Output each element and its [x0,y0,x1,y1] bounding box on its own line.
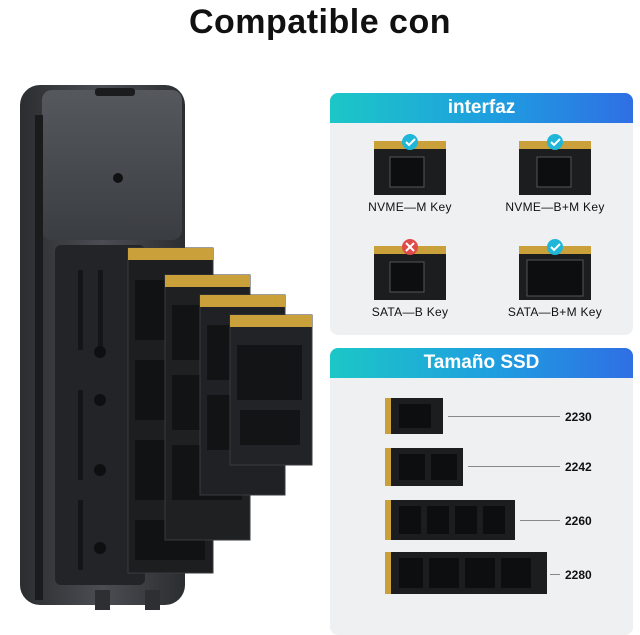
interface-card-nvme-m: NVME—M Key [340,133,480,214]
size-panel: Tamaño SSD 2230 2242 2260 2280 [330,348,633,635]
ssd-2280-icon [385,552,547,594]
interface-card-label: NVME—M Key [368,200,452,214]
interface-panel: interfaz NVME—M Key NVME—B+M Key SA [330,93,633,335]
ssd-2242-label: 2242 [565,460,592,474]
interface-heading: interfaz [330,93,633,123]
sata-bm-key-ssd-icon [519,239,591,300]
ssd-2260-leader [520,520,560,521]
interface-card-sata-b: SATA—B Key [340,238,480,319]
interface-card-label: SATA—B+M Key [507,305,603,319]
ssd-2230-leader [448,416,560,417]
ssd-2280-leader [550,574,560,575]
ssd-2242-icon [385,448,463,486]
sata-b-key-ssd-icon [374,239,446,300]
ssd-2260-icon [385,500,515,540]
interface-card-label: NVME—B+M Key [505,200,605,214]
page-title: Compatible con [188,3,452,41]
interface-card-nvme-bm: NVME—B+M Key [485,133,625,214]
size-heading: Tamaño SSD [330,348,633,378]
interface-card-label: SATA—B Key [371,305,449,319]
nvme-bm-key-ssd-icon [519,134,591,195]
ssd-2260-label: 2260 [565,514,592,528]
ssd-2242-leader [468,466,560,467]
interface-card-sata-bm: SATA—B+M Key [485,238,625,319]
enclosure-illustration [20,85,313,610]
ssd-2280-label: 2280 [565,568,592,582]
ssd-2230-icon [385,398,443,434]
nvme-m-key-ssd-icon [374,134,446,195]
ssd-2230-label: 2230 [565,410,592,424]
